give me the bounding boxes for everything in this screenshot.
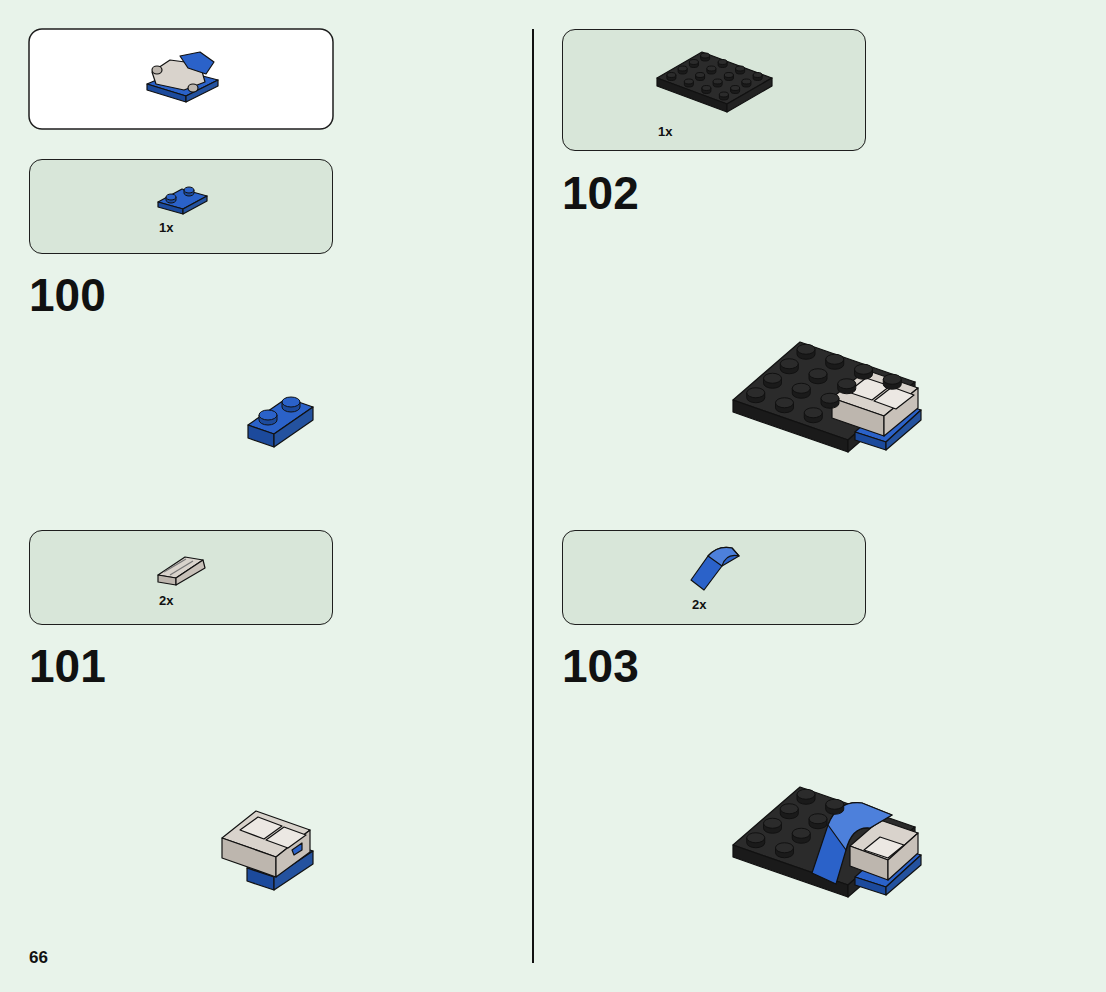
black-plate-icon <box>657 52 772 112</box>
stud <box>776 398 794 413</box>
parts-box: 1x <box>29 159 333 254</box>
parts-box-fill <box>29 159 333 254</box>
step-number: 100 <box>29 272 106 318</box>
step-number: 101 <box>29 643 106 689</box>
stud <box>707 66 716 74</box>
parts-box-fill <box>29 530 333 625</box>
slope-on-plate <box>222 811 313 890</box>
stud <box>809 814 827 829</box>
stud <box>792 828 810 843</box>
stud <box>804 408 822 423</box>
stud <box>809 369 827 384</box>
stud <box>689 60 698 68</box>
submodel-box <box>29 29 333 129</box>
stud <box>667 73 676 81</box>
stud <box>731 86 740 94</box>
stud <box>684 79 693 87</box>
part-count: 1x <box>658 124 672 139</box>
plate-assembly <box>733 342 921 452</box>
stud <box>826 354 844 369</box>
page-number: 66 <box>29 949 48 966</box>
stud <box>736 66 745 74</box>
parts-box-fill <box>562 29 866 151</box>
parts-box: 2x <box>562 530 866 625</box>
stud <box>838 379 856 394</box>
part-count: 1x <box>159 220 173 235</box>
stud <box>724 73 733 81</box>
stud <box>742 79 751 87</box>
stud <box>780 359 798 374</box>
stud <box>797 344 815 359</box>
parts-box-fill <box>562 530 866 625</box>
stud <box>797 789 815 804</box>
stud <box>753 73 762 81</box>
stud <box>747 388 765 403</box>
blue-plate <box>248 398 313 447</box>
stud <box>166 194 176 203</box>
stud <box>702 86 711 94</box>
stud <box>780 804 798 819</box>
column-divider <box>532 29 534 963</box>
plate-assembly <box>733 787 921 897</box>
stud <box>855 364 873 379</box>
stud <box>821 393 839 408</box>
curved-slope-icon <box>691 547 739 590</box>
submodel-icon <box>147 52 218 102</box>
stud <box>282 397 300 412</box>
stud <box>259 410 277 425</box>
slope-icon <box>158 557 205 585</box>
stud <box>696 73 705 81</box>
part-count: 2x <box>692 597 706 612</box>
stud <box>713 79 722 87</box>
step-number: 102 <box>562 170 639 216</box>
stud <box>747 833 765 848</box>
stud <box>883 374 901 389</box>
step-number: 103 <box>562 643 639 689</box>
stud <box>678 66 687 74</box>
stud <box>718 60 727 68</box>
part-count: 2x <box>159 593 173 608</box>
parts-box: 1x <box>562 29 866 151</box>
parts-box: 2x <box>29 530 333 625</box>
stud <box>764 818 782 833</box>
stud <box>701 53 710 61</box>
stud <box>764 373 782 388</box>
blue-plate-icon <box>158 189 207 214</box>
stud <box>184 187 194 196</box>
stud <box>776 843 794 858</box>
stud <box>826 799 844 814</box>
stud <box>719 92 728 100</box>
stud <box>792 383 810 398</box>
